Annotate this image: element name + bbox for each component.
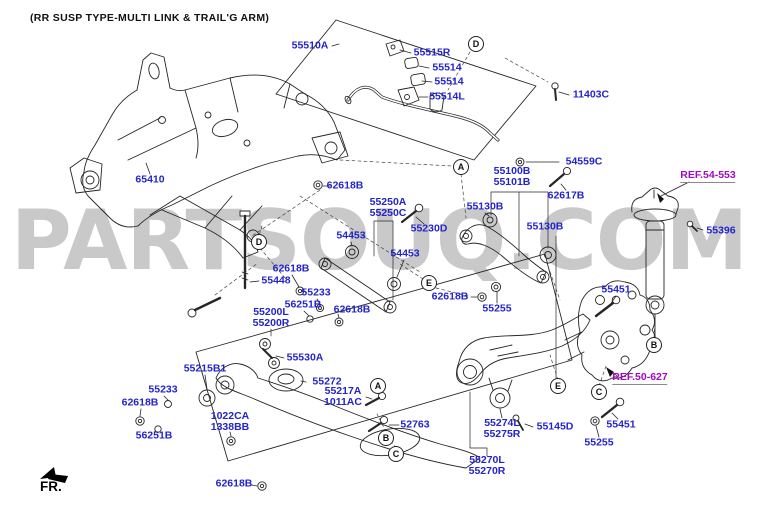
part-number-label[interactable]: 55270L 55270R — [468, 454, 506, 477]
upper-arm-drawing — [459, 212, 557, 284]
part-number-label[interactable]: 62618B — [215, 477, 253, 490]
callout-circle-d: D — [468, 36, 484, 52]
part-number-label[interactable]: 11403C — [572, 88, 610, 101]
part-number-label[interactable]: 55515R — [413, 46, 451, 59]
part-number-label[interactable]: 62618B — [121, 396, 159, 409]
part-number-label[interactable]: 54559C — [565, 155, 603, 168]
part-number-label[interactable]: 54453 — [336, 229, 366, 242]
watermark: PARTSOUQ.COM — [10, 192, 748, 289]
part-number-label[interactable]: 55272 — [312, 375, 342, 388]
part-number-label[interactable]: 52763 — [400, 418, 430, 431]
reference-link-label[interactable]: REF.50-627 — [612, 371, 668, 385]
front-arrow-icon — [40, 467, 68, 483]
callout-circle-d: D — [251, 234, 267, 250]
callout-circle-a: A — [370, 378, 386, 394]
assist-arm-drawing — [318, 245, 401, 314]
callout-circle-e: E — [550, 378, 566, 394]
part-number-label[interactable]: 55130B — [526, 220, 564, 233]
callout-circle-c: C — [591, 384, 607, 400]
callout-circle-b: B — [646, 337, 662, 353]
callout-circle-c: C — [388, 446, 404, 462]
part-number-label[interactable]: 55448 — [261, 274, 291, 287]
part-number-label[interactable]: 55255 — [482, 302, 512, 315]
part-number-label[interactable]: 62618B — [272, 262, 310, 275]
part-number-label[interactable]: 55255 — [584, 436, 614, 449]
part-number-label[interactable]: 56251B — [135, 429, 173, 442]
part-number-label[interactable]: 55514 — [434, 75, 464, 88]
part-number-label[interactable]: 62618B — [326, 179, 364, 192]
callout-circle-e: E — [421, 275, 437, 291]
part-number-label[interactable]: 55230D — [410, 222, 448, 235]
part-number-label[interactable]: 55451 — [606, 418, 636, 431]
reference-link-label[interactable]: REF.54-553 — [680, 169, 736, 183]
part-number-label[interactable]: 55100B 55101B — [493, 165, 531, 188]
part-number-label[interactable]: 55510A — [291, 39, 329, 52]
part-number-label[interactable]: 55145D — [536, 420, 574, 433]
stabilizer-bar-drawing — [275, 19, 537, 161]
part-number-label[interactable]: 55396 — [706, 224, 736, 237]
part-number-label[interactable]: 55233 — [148, 383, 178, 396]
subframe-drawing — [69, 52, 349, 259]
part-number-label[interactable]: 55514 — [432, 61, 462, 74]
part-number-label[interactable]: 55250A 55250C — [369, 196, 407, 219]
part-number-label[interactable]: 55200L 55200R — [252, 306, 290, 329]
part-number-label[interactable]: 56251B — [284, 298, 322, 311]
part-number-label[interactable]: 62617B — [547, 189, 585, 202]
part-number-label[interactable]: 55530A — [286, 351, 324, 364]
part-number-label[interactable]: 62618B — [431, 290, 469, 303]
part-number-label[interactable]: 55215B1 — [183, 362, 227, 375]
part-number-label[interactable]: 65410 — [135, 173, 165, 186]
part-number-label[interactable]: 54453 — [390, 247, 420, 260]
part-number-label[interactable]: 55130B — [466, 200, 504, 213]
front-direction-indicator: FR. — [38, 465, 98, 499]
part-number-label[interactable]: 1022CA 1338BB — [210, 410, 250, 433]
fr-label: FR. — [40, 479, 62, 494]
part-number-label[interactable]: 55274L 55275R — [483, 417, 521, 440]
shock-absorber-drawing — [631, 187, 698, 338]
callout-circle-b: B — [378, 430, 394, 446]
page-title: (RR SUSP TYPE-MULTI LINK & TRAIL'G ARM) — [30, 12, 270, 24]
trailing-arm-drawing — [456, 313, 591, 431]
part-number-label[interactable]: 55217A 1011AC — [324, 385, 362, 408]
part-number-label[interactable]: 55233 — [301, 286, 331, 299]
callout-circle-a: A — [453, 159, 469, 175]
part-number-label[interactable]: 55514L — [429, 90, 465, 103]
part-number-label[interactable]: 55451 — [601, 283, 631, 296]
part-number-label[interactable]: 62618B — [333, 303, 371, 316]
